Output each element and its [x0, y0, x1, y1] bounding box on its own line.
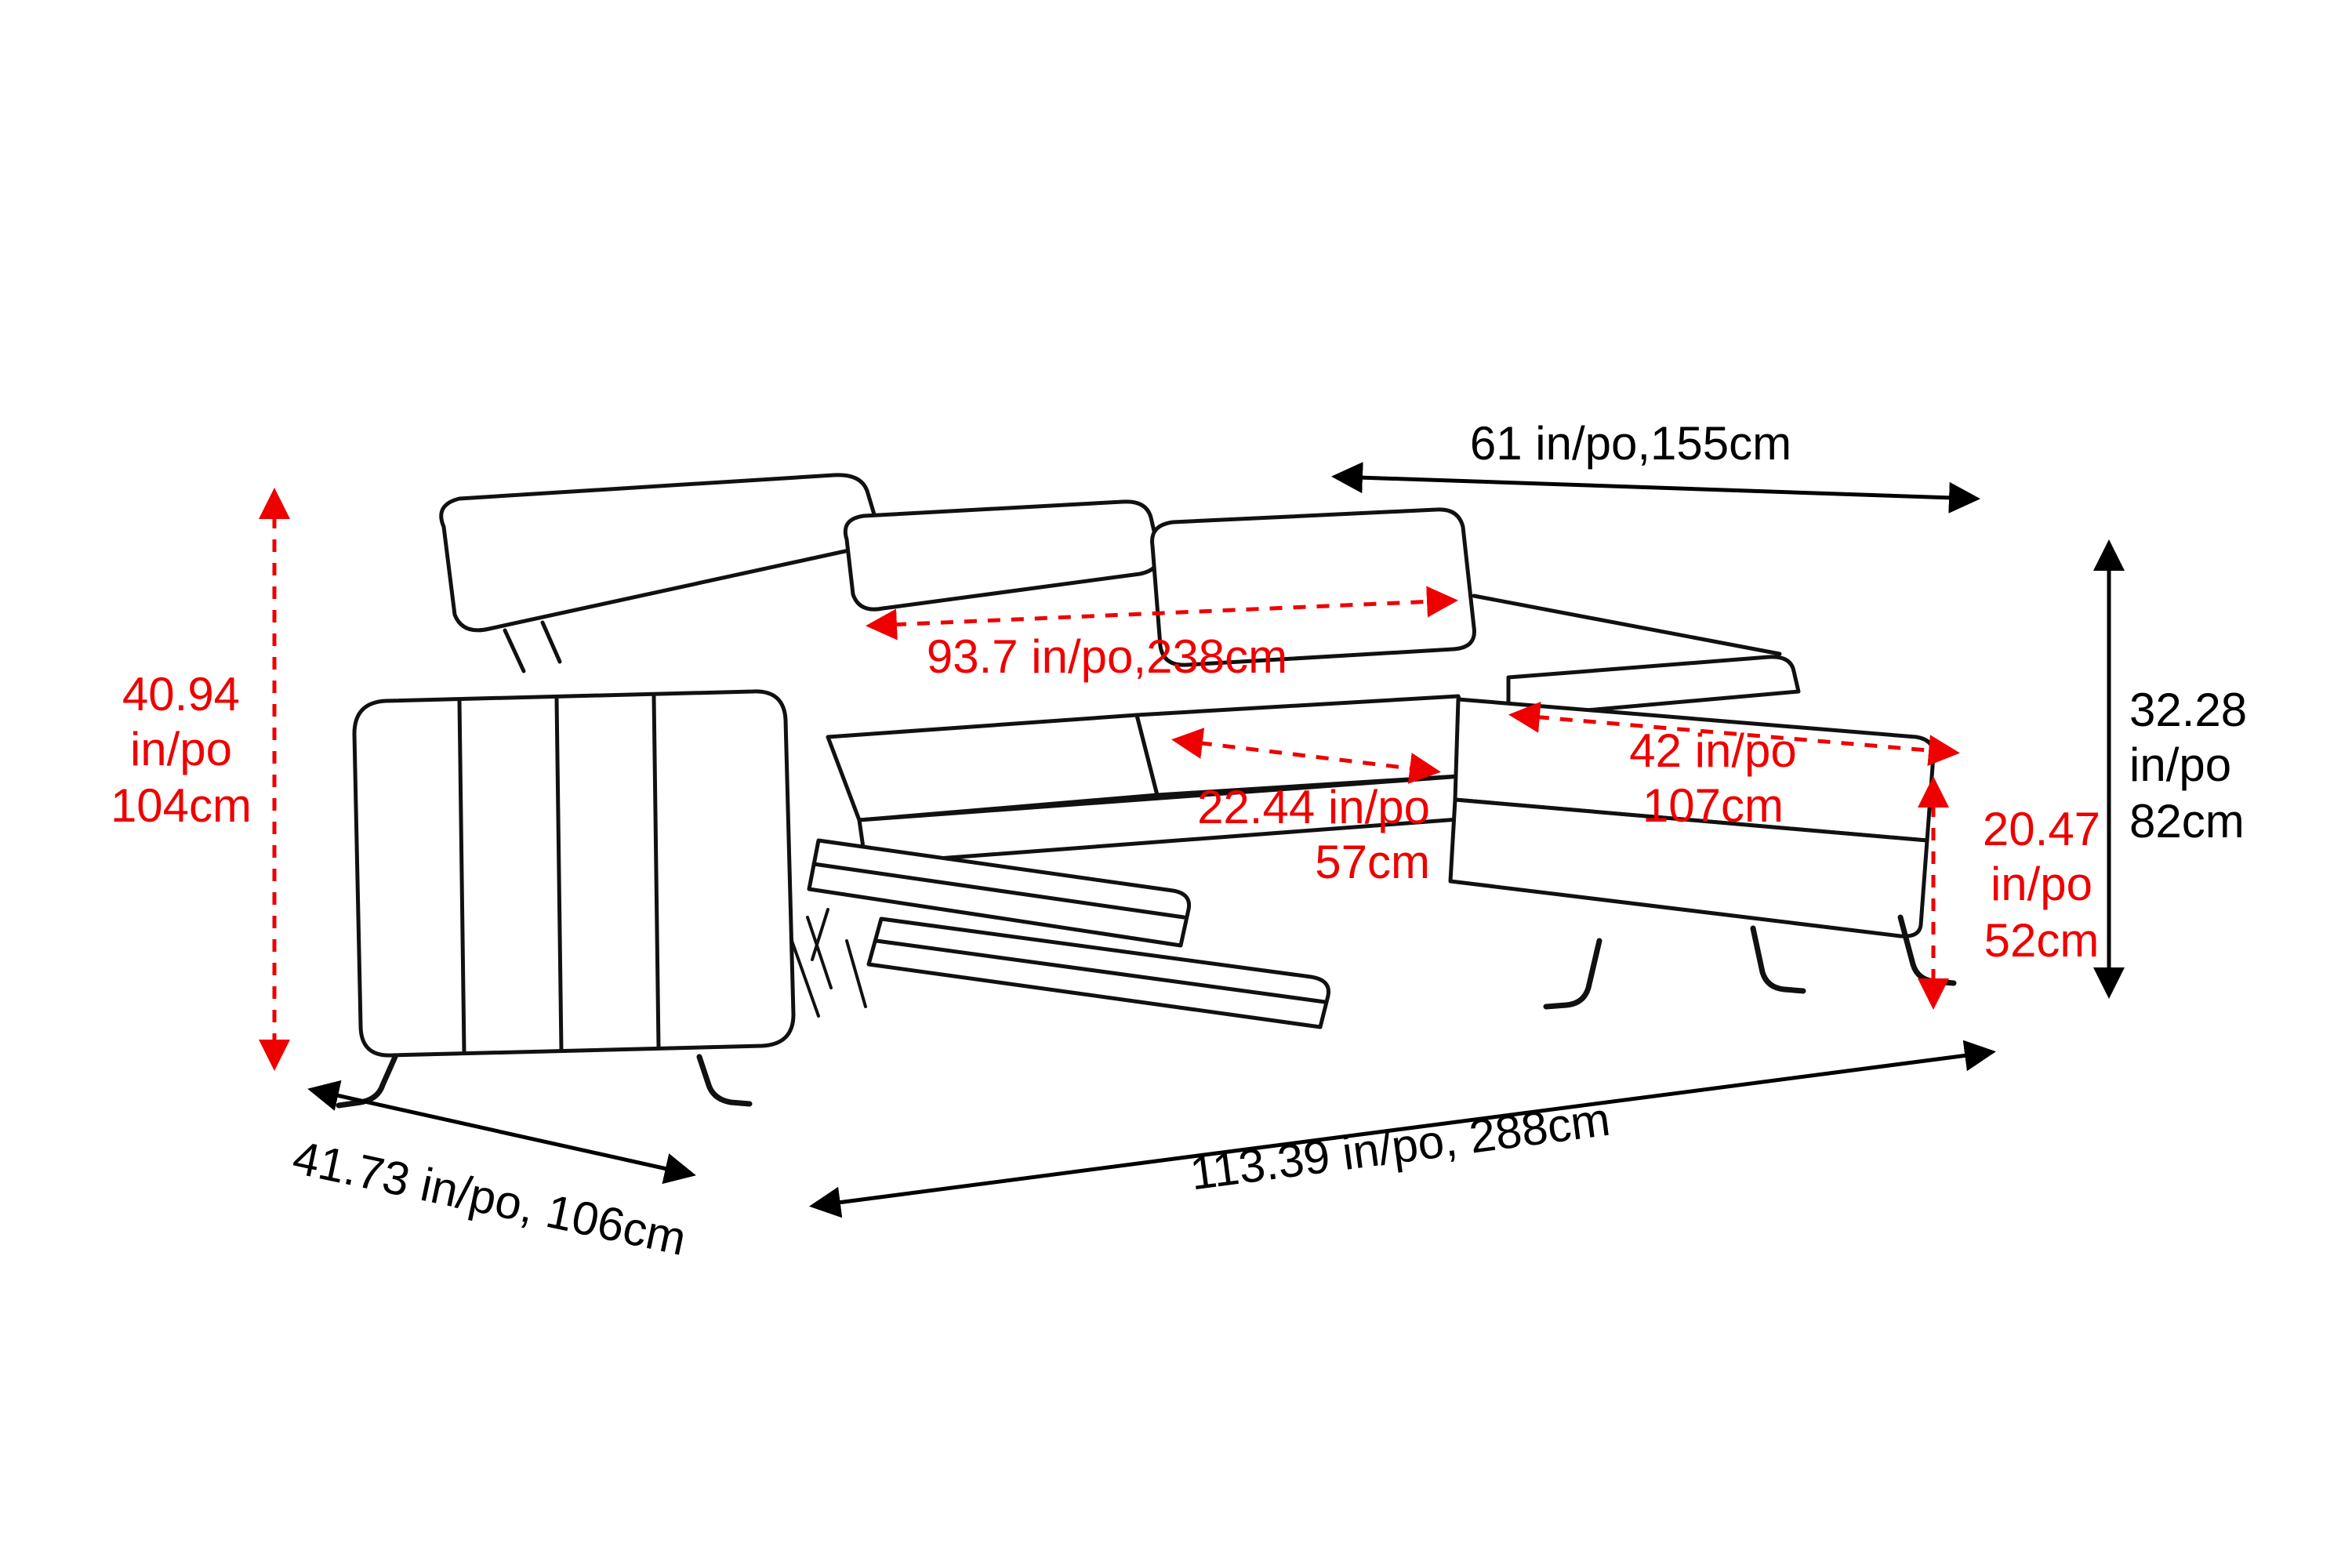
seat-depth-arrow: [1171, 728, 1441, 784]
overall-width-arrow: [809, 1040, 1996, 1218]
chaise-seat-length-arrow: [1508, 701, 1960, 767]
headrest-middle: [843, 499, 1161, 612]
left-armrest: [352, 689, 796, 1058]
recliner-mechanism: [790, 908, 867, 1018]
sofa-line-drawing: [336, 473, 1957, 1109]
interior-width-arrow: [866, 586, 1458, 641]
footrest-board-1-seam: [811, 862, 1186, 920]
left-armrest-seams: [457, 694, 661, 1054]
overall-height-label: 40.94 in/po 104cm: [110, 670, 252, 833]
chaise-length-label: 61 in/po,155cm: [1469, 419, 1792, 470]
interior-width-label: 93.7 in/po,238cm: [926, 632, 1288, 684]
seat-depth-label: 22.44 in/po 57cm: [1197, 782, 1430, 890]
headrest-left: [439, 473, 880, 633]
chaise-seat-length-label: 42 in/po 107cm: [1629, 726, 1797, 833]
footrest-board-1: [807, 838, 1192, 948]
footrest-board-2-seam: [874, 938, 1327, 1004]
back-rail: [1472, 593, 1782, 656]
dimension-arrows: [259, 462, 2125, 1218]
back-height-label: 32.28 in/po 82cm: [2129, 685, 2248, 848]
seat-height-label: 20.47 in/po 52cm: [1982, 804, 2101, 967]
depth-arrow: [307, 1080, 696, 1185]
headrest-bracket: [503, 620, 562, 673]
chaise-length-arrow: [1331, 462, 1980, 514]
